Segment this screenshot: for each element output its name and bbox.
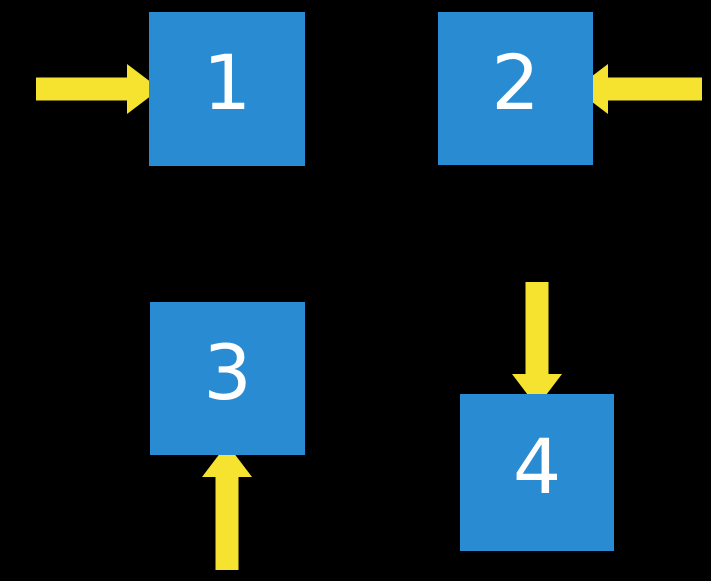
box-3[interactable]: 3 [150,302,305,455]
arrow-up-icon [202,444,252,570]
box-4[interactable]: 4 [460,394,614,551]
box-2-label: 2 [491,37,540,127]
box-2[interactable]: 2 [438,12,593,165]
box-3-label: 3 [203,327,252,417]
arrow-down-icon [512,282,562,407]
box-4-label: 4 [512,421,562,511]
box-1-label: 1 [202,38,252,127]
arrow-right-icon [36,64,160,114]
arrow-left-icon [575,64,702,114]
box-1[interactable]: 1 [149,12,305,166]
